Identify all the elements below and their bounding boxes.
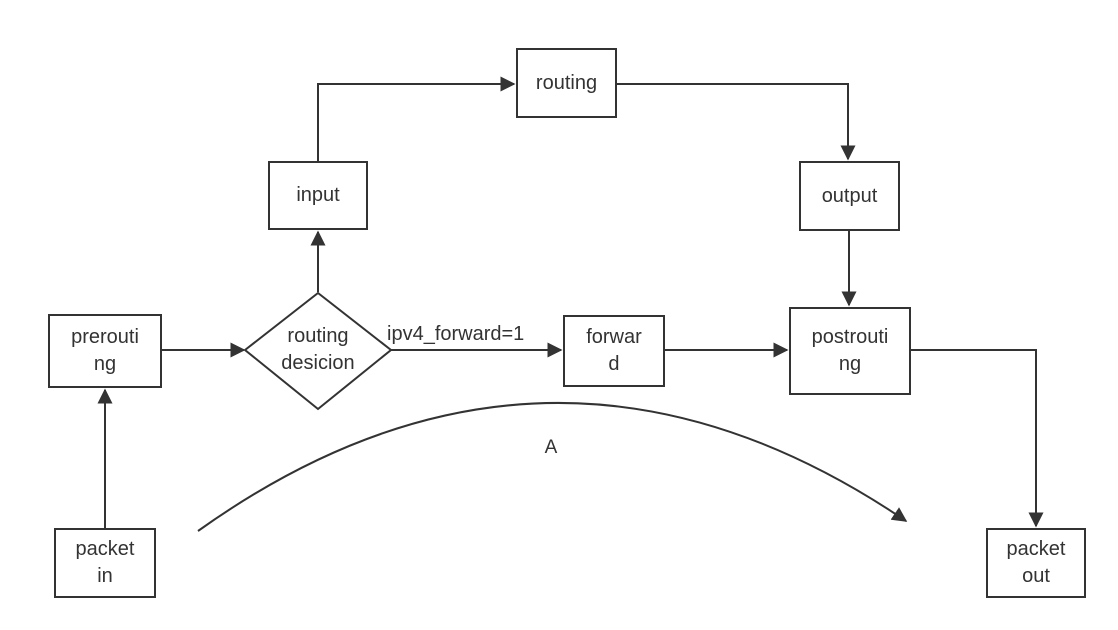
node-input: input: [268, 161, 368, 230]
edge-postrouting-to-packetout: [911, 349, 1044, 528]
node-packet-out: packet out: [986, 528, 1086, 598]
edge-routing-to-output: [617, 83, 856, 161]
node-routing-decision: routing desicion: [256, 323, 380, 377]
edge-curved-bypass: [197, 401, 908, 532]
node-output-label: output: [821, 184, 878, 207]
node-output: output: [799, 161, 900, 231]
node-routing: routing: [516, 48, 617, 118]
node-prerouting-label: prerouti ng: [71, 326, 139, 375]
node-forward: forwar d: [563, 315, 665, 387]
node-packet-in-label: packet in: [75, 538, 135, 587]
node-forward-label: forwar d: [586, 326, 642, 375]
node-postrouting: postrouti ng: [789, 307, 911, 395]
edge-input-to-routing: [317, 76, 516, 161]
node-routing-label: routing: [535, 71, 598, 94]
node-routing-decision-label: routing desicion: [281, 325, 355, 374]
node-input-label: input: [296, 184, 340, 206]
node-postrouting-label: postrouti ng: [811, 326, 889, 375]
node-packet-in: packet in: [54, 528, 156, 598]
edge-label-ipv4-forward: ipv4_forward=1: [387, 323, 525, 345]
node-packet-out-label: packet out: [1006, 538, 1066, 587]
edge-label-a: A: [544, 437, 558, 458]
node-prerouting: prerouti ng: [48, 314, 162, 388]
decision-diamond-shape: [243, 291, 393, 411]
